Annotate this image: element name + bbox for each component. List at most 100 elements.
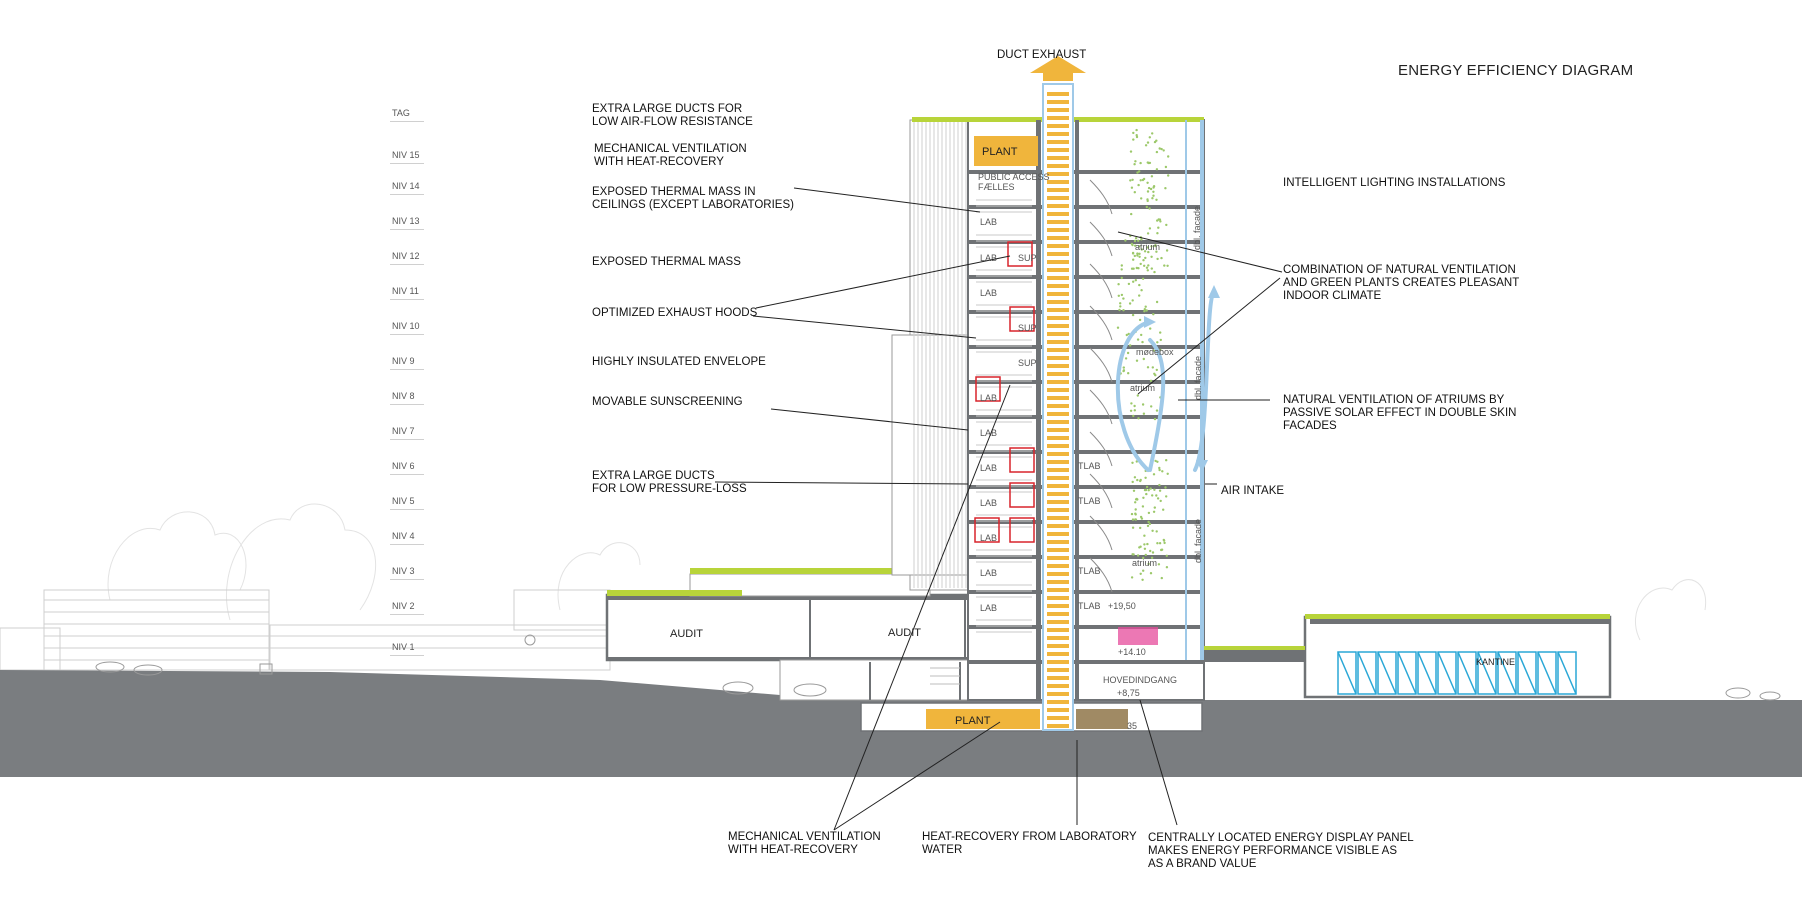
plant-dot: [1143, 308, 1147, 311]
sup-room: [1009, 306, 1035, 332]
natural-vent-atriums-label: NATURAL VENTILATION OF ATRIUMS BY PASSIV…: [1283, 394, 1517, 432]
thermal-mass-ceilings-label: EXPOSED THERMAL MASS IN CEILINGS (EXCEPT…: [592, 186, 794, 211]
plant-dot: [1157, 563, 1161, 566]
neighbour-buildings: [0, 589, 611, 671]
plant-dot: [1147, 250, 1150, 254]
level-line: [390, 334, 424, 335]
kantine-glass-panel: [1357, 651, 1377, 695]
plant-dot: [1152, 313, 1155, 316]
plant-dot: [1165, 495, 1168, 498]
plant-dot: [1150, 255, 1153, 258]
floor-slab: [968, 240, 1204, 244]
plant-dot: [1140, 248, 1144, 251]
plant-dot: [1117, 294, 1121, 297]
level-label: NIV 14: [392, 181, 420, 191]
duct-segment: [1047, 612, 1069, 616]
lab-label: LAB: [980, 253, 997, 263]
plant-dot: [1139, 262, 1142, 266]
plant-dot: [1155, 150, 1159, 154]
plant-dot: [1130, 212, 1133, 216]
plant-dot: [1133, 254, 1137, 258]
plant-dot: [1152, 473, 1156, 476]
plant-dot: [1143, 543, 1146, 546]
duct-segment: [1047, 476, 1069, 480]
plant-dot: [1138, 294, 1141, 297]
plant-dot: [1149, 487, 1152, 490]
duct-segment: [1047, 148, 1069, 152]
plant-dot: [1139, 179, 1142, 182]
plant-dot: [1153, 506, 1157, 509]
level-line: [390, 264, 424, 265]
dbl-facade-label-1: dbl. facade: [1192, 206, 1202, 250]
plant-dot: [1144, 305, 1147, 308]
plant-dot: [1134, 279, 1138, 282]
plant-dot: [1118, 308, 1121, 312]
kantine-glass-brace: [1357, 651, 1377, 695]
plant-dot: [1144, 256, 1147, 260]
plant-dot: [1131, 518, 1135, 521]
plant-dot: [1143, 250, 1147, 253]
plant-dot: [1163, 541, 1166, 545]
duct-segment: [1047, 652, 1069, 656]
plant-dot: [1153, 270, 1156, 274]
plant-dot: [1132, 138, 1135, 141]
sup-room: [1009, 447, 1035, 473]
central-duct: [1030, 56, 1086, 731]
plant-dot: [1149, 572, 1153, 575]
level-label: NIV 12: [392, 251, 420, 261]
plant-dot: [1152, 194, 1155, 197]
plant-dot: [1164, 187, 1167, 190]
plant-dot: [1155, 530, 1158, 533]
duct-segment: [1047, 636, 1069, 640]
plant-dot: [1131, 526, 1135, 529]
plant-dot: [1145, 485, 1149, 489]
plant-dot: [1146, 198, 1149, 201]
stair-flight: [1089, 515, 1113, 551]
duct-segment: [1047, 564, 1069, 568]
plant-dot: [1148, 522, 1152, 526]
duct-segment: [1047, 628, 1069, 632]
plant-dot: [1156, 542, 1159, 545]
plant-dot: [1148, 136, 1152, 139]
duct-segment: [1047, 324, 1069, 328]
plant-dot: [1130, 576, 1134, 579]
plant-dot: [1151, 529, 1154, 532]
plant-dot: [1146, 366, 1150, 369]
plant-dot: [1165, 223, 1168, 227]
stair-flight: [1089, 263, 1113, 299]
plant-dot: [1158, 489, 1162, 492]
plant-dot: [1133, 404, 1136, 408]
plant-dot: [1143, 534, 1146, 537]
atrium-plants: [1116, 128, 1170, 581]
duct-segment: [1047, 580, 1069, 584]
sup-room: [975, 376, 1001, 402]
plant-dot: [1139, 161, 1142, 165]
plant-dot: [1149, 327, 1152, 330]
level-line: [390, 194, 424, 195]
plant-dot: [1141, 403, 1145, 406]
modebox-label: mødebox: [1136, 347, 1174, 357]
plant-dot: [1131, 313, 1135, 317]
level-label: NIV 11: [392, 286, 419, 296]
duct-segment: [1047, 692, 1069, 696]
duct-segment: [1047, 300, 1069, 304]
plant-dot: [1134, 518, 1137, 521]
plant-dot: [1162, 538, 1166, 542]
floor-slab: [968, 590, 1204, 594]
floor-slab: [968, 310, 1204, 314]
elev-1950-label: +19,50: [1108, 601, 1136, 611]
plant-dot: [1122, 366, 1126, 369]
plant-dot: [1119, 305, 1122, 308]
plant-dot: [1158, 466, 1161, 470]
plant-dot: [1148, 227, 1152, 230]
plant-dot: [1131, 243, 1134, 247]
duct-segment: [1047, 524, 1069, 528]
plant-dot: [1136, 394, 1140, 397]
duct-segment: [1047, 676, 1069, 680]
duct-segment: [1047, 668, 1069, 672]
plant-dot: [1128, 302, 1132, 305]
duct-segment: [1047, 244, 1069, 248]
plant-dot: [1135, 497, 1138, 501]
plant-dot: [1164, 486, 1167, 489]
duct-segment: [1047, 404, 1069, 408]
